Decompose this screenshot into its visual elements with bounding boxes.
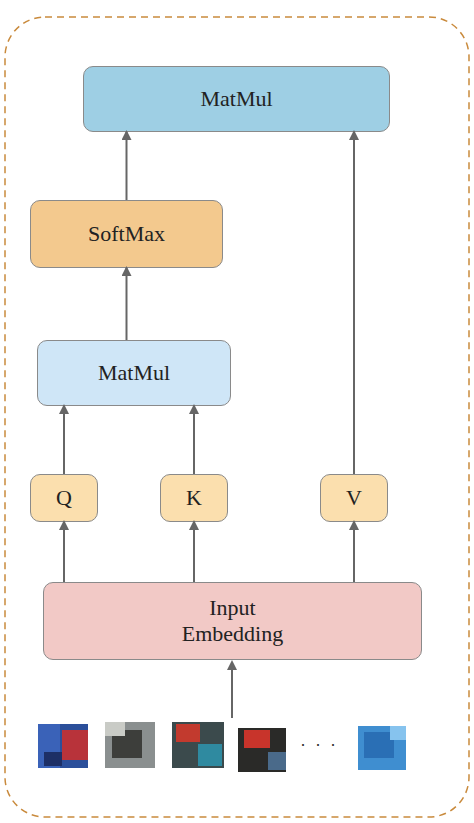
image-patches bbox=[38, 722, 406, 772]
flow-arrow bbox=[126, 132, 128, 200]
key-box: K bbox=[160, 474, 228, 522]
flow-arrow bbox=[63, 522, 65, 582]
box-text-group: SoftMax bbox=[88, 221, 165, 247]
input-arrow bbox=[231, 662, 233, 718]
flow-arrow bbox=[193, 522, 195, 582]
flow-arrow bbox=[353, 522, 355, 582]
dashed-frame bbox=[5, 17, 469, 817]
ellipsis-label: · · · bbox=[300, 734, 338, 755]
flow-arrow bbox=[63, 406, 65, 474]
flow-arrow bbox=[353, 132, 355, 474]
box-text-group: Input Embedding bbox=[168, 595, 298, 648]
value-box: V bbox=[320, 474, 388, 522]
box-label: V bbox=[346, 485, 362, 511]
query-box: Q bbox=[30, 474, 98, 522]
softmax-box: SoftMax bbox=[30, 200, 223, 268]
box-text-group: K bbox=[186, 485, 202, 511]
box-text-group: V bbox=[346, 485, 362, 511]
matmul-box: MatMul bbox=[83, 66, 390, 132]
box-label: Q bbox=[56, 485, 72, 511]
box-text-group: MatMul bbox=[200, 86, 272, 112]
box-text-group: MatMul bbox=[98, 360, 170, 386]
embedding-box: Input Embedding bbox=[43, 582, 422, 660]
box-text-group: Q bbox=[56, 485, 72, 511]
box-label: Input Embedding bbox=[168, 595, 298, 648]
box-label: MatMul bbox=[200, 86, 272, 112]
flow-arrow bbox=[126, 268, 128, 340]
matmul-box: MatMul bbox=[37, 340, 231, 406]
box-label: SoftMax bbox=[88, 221, 165, 247]
box-label: MatMul bbox=[98, 360, 170, 386]
flow-arrow bbox=[193, 406, 195, 474]
box-label: K bbox=[186, 485, 202, 511]
